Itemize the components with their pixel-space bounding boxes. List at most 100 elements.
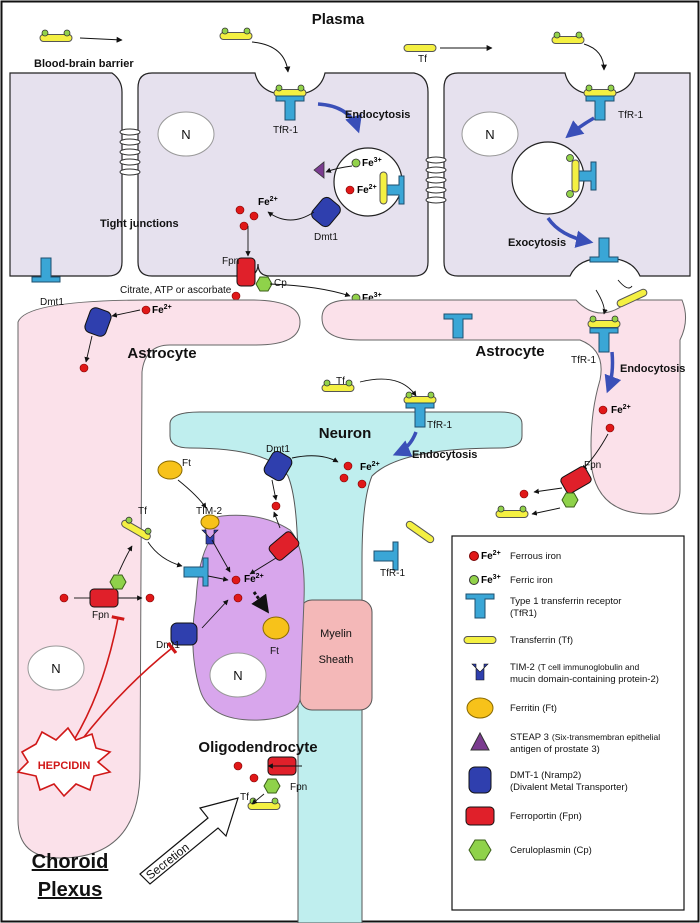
transferrin-icon <box>463 636 497 644</box>
dmt1-icon <box>468 766 492 794</box>
legend-label-line2: (Divalent Metal Transporter) <box>510 782 628 793</box>
ferrous-iron-icon <box>233 761 243 771</box>
legend-item: Fe2+ Ferrous iron <box>469 550 561 562</box>
fe2-text: Fe2+ <box>357 184 377 196</box>
tfr1-label: TfR-1 <box>618 110 643 121</box>
tfr1-label: TfR-1 <box>571 355 596 366</box>
legend-label: Ferritin (Ft) <box>510 703 557 714</box>
fpn-label: Fpn <box>92 610 109 621</box>
fe3-text: Fe3+ <box>362 157 382 169</box>
endothelial-cells: N N <box>9 72 691 277</box>
astrocyte-right <box>321 299 686 515</box>
ferrous-iron-icon <box>249 211 259 221</box>
ft-label: Ft <box>270 646 279 657</box>
legend-label: TIM-2(T cell immunoglobulin and <box>510 662 640 673</box>
endocytosis-label: Endocytosis <box>412 449 477 461</box>
endothelial-cell-left <box>9 72 123 277</box>
ferrous-iron-icon <box>598 405 608 415</box>
nucleus <box>157 111 215 157</box>
nucleus <box>461 111 519 157</box>
dmt1-label: Dmt1 <box>314 232 338 243</box>
legend-label-line2: mucin domain-containing protein-2) <box>510 674 659 685</box>
ferrous-iron-icon <box>519 489 529 499</box>
ceruloplasmin-icon <box>468 839 492 861</box>
legend-symbol: Fe2+ <box>481 550 501 562</box>
myelin-label: Myelin <box>320 628 352 640</box>
secretion-label: Secretion <box>143 840 192 882</box>
nucleus-label: N <box>51 661 60 676</box>
ferric-iron-icon <box>351 158 361 168</box>
nucleus <box>209 652 267 698</box>
ceruloplasmin-icon <box>255 276 273 292</box>
nucleus <box>27 645 85 691</box>
legend-label: Ferrous iron <box>510 551 561 562</box>
transferrin-icon <box>273 84 307 97</box>
legend-item: Transferrin (Tf) <box>463 635 573 646</box>
fpn-label: Fpn <box>290 782 307 793</box>
ferrous-iron-icon <box>605 423 615 433</box>
ferrous-iron-icon <box>231 575 241 585</box>
legend-label: STEAP 3(Six-transmembran epithelial <box>510 732 660 743</box>
ferrous-iron-icon <box>233 593 243 603</box>
legend-label: Ferroportin (Fpn) <box>510 811 582 822</box>
fe2-text: Fe2+ <box>152 304 172 316</box>
ferrous-iron-icon <box>345 185 355 195</box>
transferrin-icon <box>551 31 585 44</box>
neuron-label: Neuron <box>319 425 372 442</box>
legend-item: Ceruloplasmin (Cp) <box>468 839 592 861</box>
plasma-title: Plasma <box>312 11 365 28</box>
astrocyte-left <box>17 299 301 859</box>
steap3-icon <box>470 731 490 751</box>
tf-label: Tf <box>336 376 345 387</box>
ferroportin-icon <box>236 257 256 287</box>
legend-label-line2: (TfR1) <box>510 608 537 619</box>
tim2-icon <box>471 663 489 681</box>
legend-label: Type 1 transferrin receptor <box>510 596 621 607</box>
cp-label: Cp <box>274 278 287 289</box>
tfr1-receptor-icon <box>183 557 209 587</box>
exocytosis-label: Exocytosis <box>508 237 566 249</box>
ferritin-icon <box>466 697 494 719</box>
nucleus-label: N <box>233 668 242 683</box>
ferrous-iron-icon <box>271 501 281 511</box>
legend-item: Ferroportin (Fpn) <box>465 806 582 826</box>
legend-label: DMT-1 (Nramp2) <box>510 770 581 781</box>
astrocyte-label: Astrocyte <box>475 343 544 360</box>
legend-item: Ferritin (Ft) <box>466 697 557 719</box>
ferrous-iron-icon <box>141 305 151 315</box>
ceruloplasmin-icon <box>109 574 127 590</box>
ferrous-iron-icon <box>469 551 479 561</box>
endocytosis-label: Endocytosis <box>620 363 685 375</box>
legend-item: DMT-1 (Nramp2)(Divalent Metal Transporte… <box>468 766 628 794</box>
fe2-text: Fe2+ <box>360 461 380 473</box>
fe2-text: Fe2+ <box>244 573 264 585</box>
legend-label: Transferrin (Tf) <box>510 635 573 646</box>
ferrous-iron-icon <box>79 363 89 373</box>
fe2-text: Fe2+ <box>258 196 278 208</box>
endocytosis-label: Endocytosis <box>345 109 410 121</box>
oligodendrocyte-label: Oligodendrocyte <box>198 739 317 756</box>
ferritin-icon <box>157 460 183 480</box>
choroid-label: Choroid <box>32 851 109 873</box>
transferrin-icon <box>583 84 617 97</box>
ferrous-iron-icon <box>239 221 249 231</box>
ferroportin-icon <box>465 806 495 826</box>
fe3-text: Fe3+ <box>362 292 382 304</box>
nucleus-label: N <box>485 127 494 142</box>
tf-label: Tf <box>418 54 427 65</box>
tim2-icon <box>201 529 219 545</box>
plexus-label: Plexus <box>38 879 102 901</box>
ferrous-iron-icon <box>339 473 349 483</box>
tfr1-label: TfR-1 <box>273 125 298 136</box>
transferrin-icon <box>404 519 436 545</box>
ferrous-iron-icon <box>145 593 155 603</box>
legend-symbol: Fe3+ <box>481 574 501 586</box>
ferritin-icon <box>262 616 290 640</box>
tight-junctions-label: Tight junctions <box>100 218 179 230</box>
ferric-iron-icon <box>469 575 479 585</box>
legend-item: STEAP 3(Six-transmembran epithelialantig… <box>470 731 660 755</box>
tf-label: Tf <box>240 792 249 803</box>
hepcidin-burst <box>16 726 112 798</box>
